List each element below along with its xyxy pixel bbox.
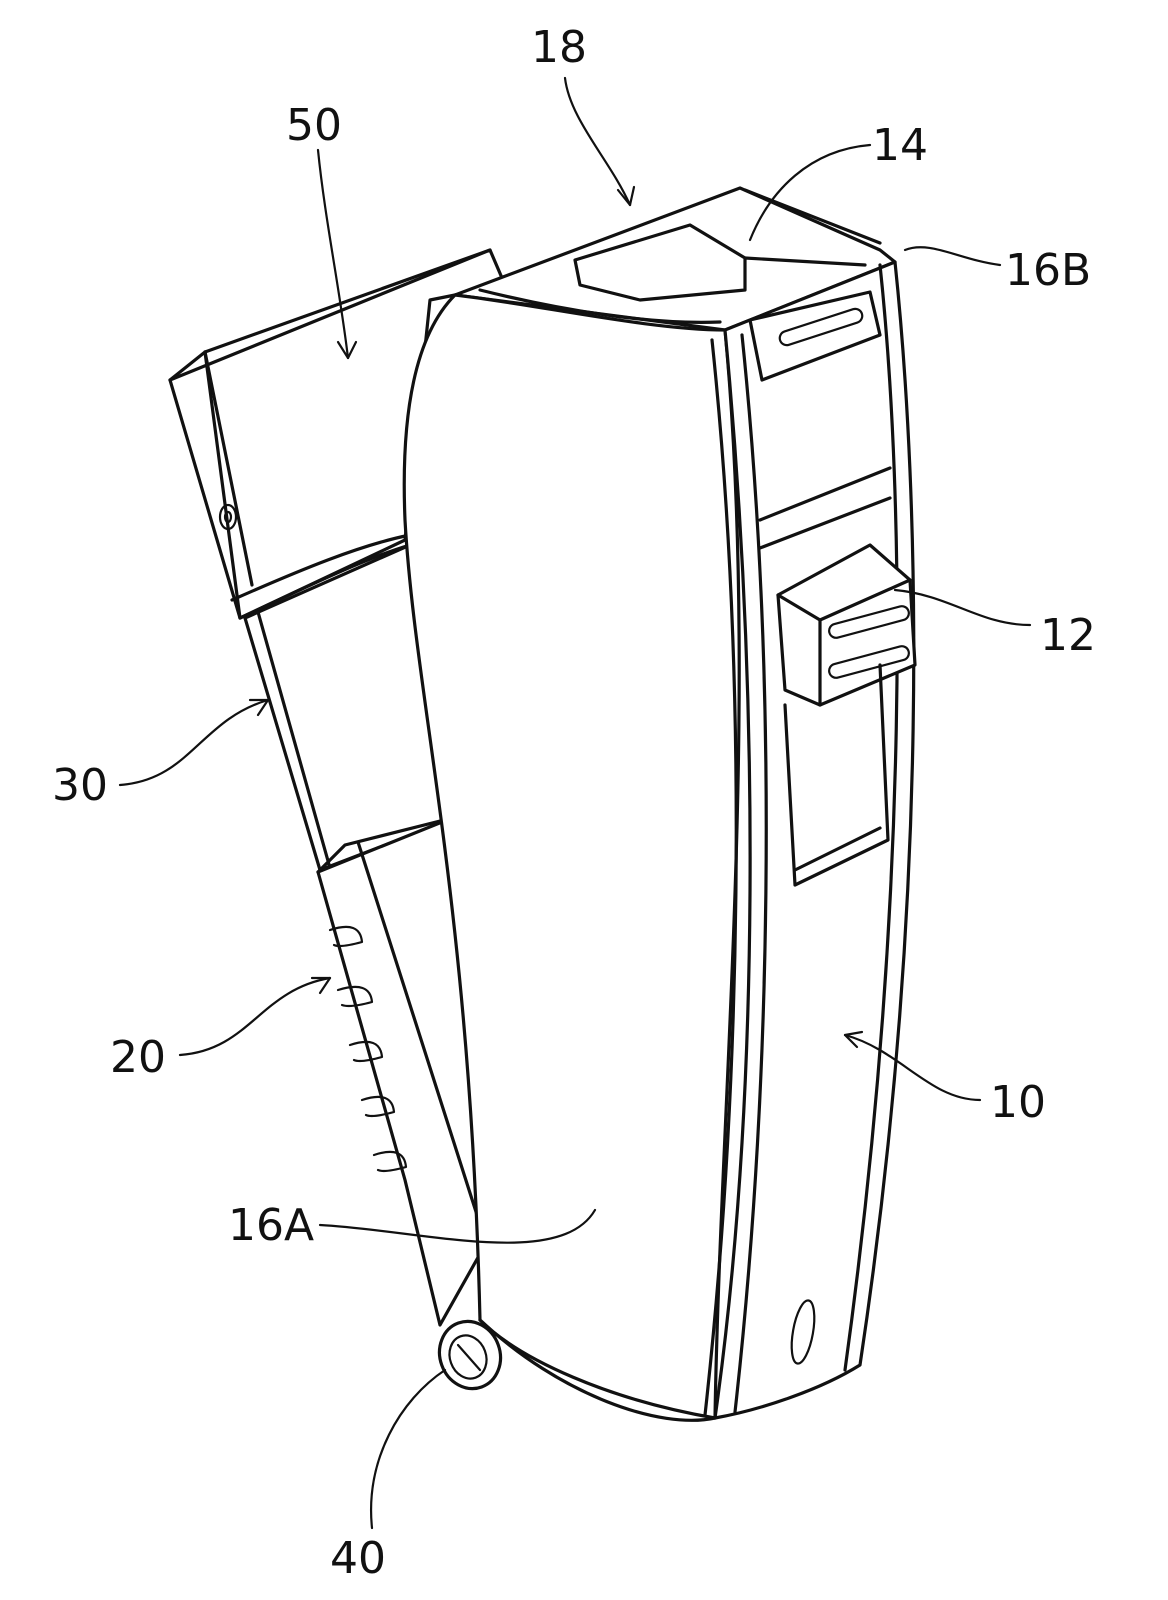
leader-30 [120,700,268,785]
leader-18 [565,78,630,205]
main-housing-10 [404,188,915,1420]
label-40: 40 [330,1533,386,1584]
leader-16b [905,247,1000,265]
label-14: 14 [872,120,928,171]
label-30: 30 [52,760,108,811]
label-50: 50 [286,100,342,151]
label-12: 12 [1040,610,1096,661]
label-10: 10 [990,1077,1046,1128]
label-18: 18 [531,22,587,73]
label-16a: 16A [228,1200,314,1251]
leader-20 [180,978,330,1055]
label-20: 20 [110,1032,166,1083]
label-16b: 16B [1005,245,1091,296]
leader-40 [371,1370,445,1528]
